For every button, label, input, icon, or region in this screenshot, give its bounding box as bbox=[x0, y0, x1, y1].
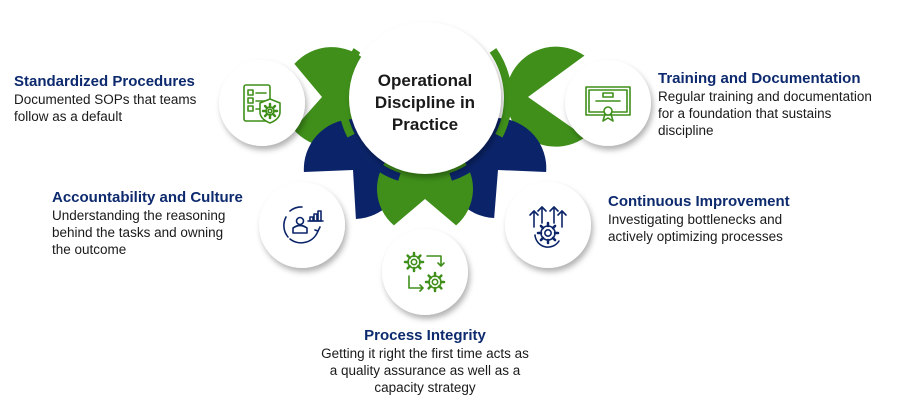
bubble-circle bbox=[565, 60, 651, 146]
gears-process-icon bbox=[403, 251, 446, 293]
center-ring bbox=[338, 48, 512, 185]
item-process-integrity: Process Integrity Getting it right the f… bbox=[320, 327, 530, 396]
item-training-documentation: Training and Documentation Regular train… bbox=[658, 70, 888, 139]
item-description: Investigating bottlenecks and actively o… bbox=[608, 212, 783, 244]
certificate-icon bbox=[585, 86, 631, 122]
item-description: Getting it right the first time acts as … bbox=[321, 346, 529, 395]
bubble-circle bbox=[382, 229, 468, 315]
ring-arc-lower-right bbox=[449, 138, 500, 181]
ring-arc-right bbox=[489, 48, 512, 138]
item-accountability-culture: Accountability and Culture Understanding… bbox=[52, 189, 243, 258]
gear-arrows-up-icon bbox=[529, 206, 567, 248]
center-title: Operational Discipline in Practice bbox=[374, 71, 476, 134]
bubble-pointer bbox=[505, 46, 586, 147]
item-title: Accountability and Culture bbox=[52, 189, 243, 206]
item-title: Standardized Procedures bbox=[14, 73, 195, 90]
item-title: Continuous Improvement bbox=[608, 193, 790, 210]
ring-arc-left bbox=[338, 48, 361, 138]
person-cycle-chart-icon bbox=[283, 206, 324, 244]
item-continuous-improvement: Continuous Improvement Investigating bot… bbox=[608, 193, 818, 245]
item-title: Training and Documentation bbox=[658, 70, 861, 87]
center-circle bbox=[349, 22, 501, 174]
checklist-shield-icon bbox=[243, 84, 281, 124]
item-description: Understanding the reasoning behind the t… bbox=[52, 208, 226, 257]
item-title: Process Integrity bbox=[364, 327, 486, 344]
bubble-2 bbox=[505, 46, 651, 147]
item-description: Regular training and documentation for a… bbox=[658, 89, 872, 138]
item-description: Documented SOPs that teams follow as a d… bbox=[14, 92, 197, 124]
ring-arc-bottom bbox=[403, 174, 447, 185]
item-standardized-procedures: Standardized Procedures Documented SOPs … bbox=[14, 73, 224, 125]
ring-arc-lower-left bbox=[350, 138, 401, 181]
